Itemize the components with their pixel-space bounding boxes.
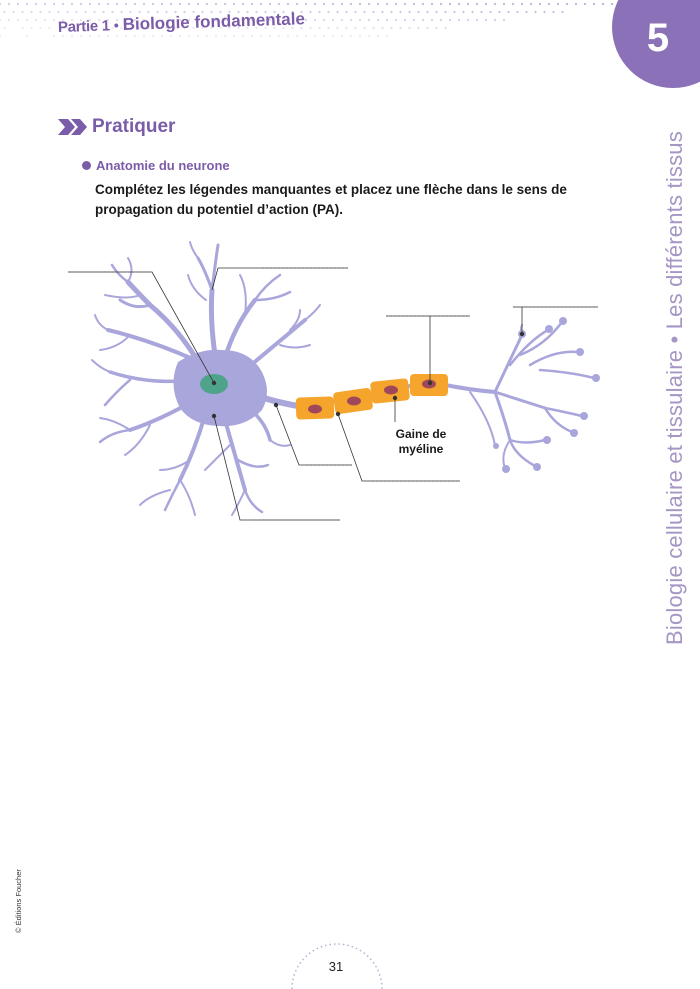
neuron-diagram <box>60 235 620 535</box>
label-gaine-line2: myéline <box>384 442 458 457</box>
section-title: Pratiquer <box>92 116 175 138</box>
myelin-sheath <box>296 374 448 420</box>
section-heading: Pratiquer <box>58 116 175 138</box>
label-gaine-line1: Gaine de <box>384 427 458 442</box>
double-arrow-icon <box>58 117 90 137</box>
exercise-instruction: Complétez les légendes manquantes et pla… <box>95 180 590 220</box>
header-bullet: • <box>114 17 119 33</box>
subsection-title: Anatomie du neurone <box>96 158 230 173</box>
chapter-number: 5 <box>638 14 678 62</box>
axon-terminals <box>440 322 594 468</box>
subsection-heading: Anatomie du neurone <box>82 158 230 173</box>
copyright: © Éditions Foucher <box>14 869 23 933</box>
page-number: 31 <box>316 959 356 974</box>
label-gaine-myeline: Gaine de myéline <box>384 427 458 457</box>
bullet-dot-icon <box>82 161 91 170</box>
header-partie: Partie 1 <box>58 17 110 36</box>
side-chapter-title: Biologie cellulaire et tissulaire • Les … <box>662 131 688 645</box>
